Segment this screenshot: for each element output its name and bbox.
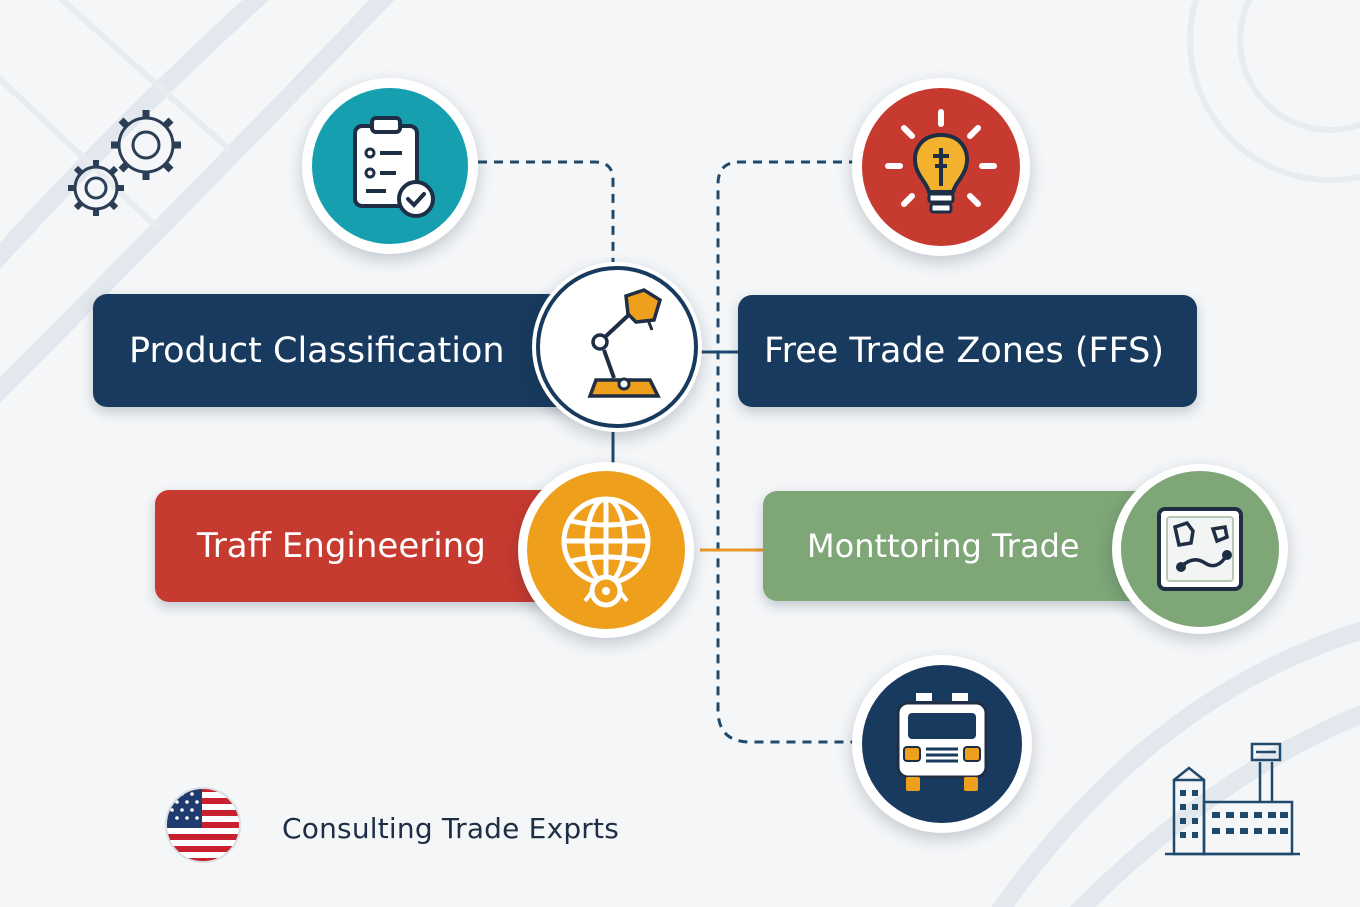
connector-product-classification — [478, 160, 615, 262]
free-trade-zones-node — [852, 78, 1030, 256]
product-classification-label: Product Classification — [93, 294, 588, 407]
monitoring-trade-node — [1112, 464, 1288, 634]
truck-icon — [862, 665, 1022, 823]
monitoring-trade-label: Monttoring Trade — [763, 491, 1160, 601]
clipboard-check-icon — [312, 88, 468, 244]
desk-lamp-icon — [536, 266, 698, 428]
globe-icon — [527, 471, 685, 629]
connector-trunk — [716, 160, 858, 744]
free-trade-zones-label: Free Trade Zones (FFS) — [738, 295, 1197, 407]
us-flag-icon — [165, 787, 241, 863]
footer-text: Consulting Trade Exprts — [282, 812, 619, 845]
map-icon — [1121, 471, 1279, 627]
gears-icon — [68, 110, 181, 216]
bottom-node — [852, 655, 1032, 833]
tariff-engineering-node — [518, 462, 694, 638]
center-node — [532, 262, 702, 432]
tariff-engineering-label: Traff Engineering — [155, 490, 560, 602]
factory-icon — [1165, 742, 1300, 856]
product-classification-node — [302, 78, 478, 254]
lightbulb-icon — [862, 88, 1020, 246]
